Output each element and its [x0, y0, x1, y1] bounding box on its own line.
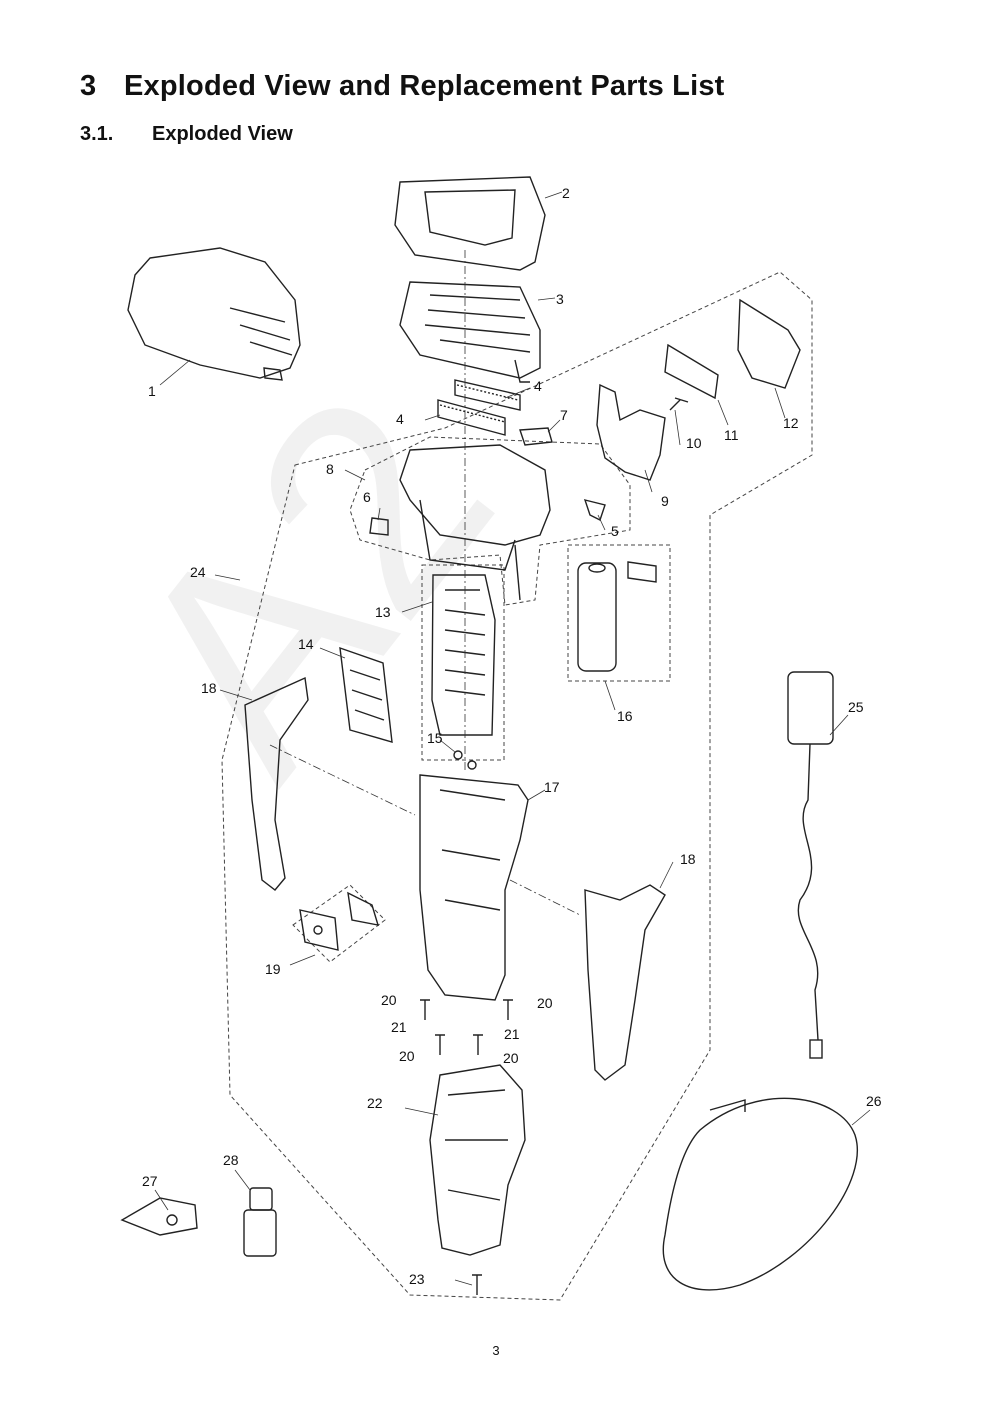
- part-17-inner-case: [419, 774, 529, 1001]
- callout-label: 13: [375, 604, 391, 620]
- part-20-21-screws: [420, 999, 513, 1055]
- part-7-holder: [519, 427, 553, 446]
- outline-8: [349, 436, 631, 606]
- part-2-outer-frame: [394, 176, 546, 271]
- part-23-screw: [472, 1274, 482, 1295]
- parts: [120, 176, 858, 1295]
- part-25-ac-adaptor: [787, 671, 834, 1059]
- part-27-brush: [120, 1197, 198, 1236]
- callout-label: 19: [265, 961, 281, 977]
- callout-label: 5: [611, 523, 619, 539]
- dashed-group-outlines: [221, 271, 813, 1301]
- callout-label: 7: [560, 407, 568, 423]
- callout-label: 20: [503, 1050, 519, 1066]
- part-19-switch: [299, 891, 380, 951]
- callout-label: 17: [544, 779, 560, 795]
- callout-label: 4: [534, 378, 542, 394]
- part-1-protective-cap: [127, 247, 301, 381]
- callout-label: 20: [381, 992, 397, 1008]
- callout-label: 25: [848, 699, 864, 715]
- callout-label: 3: [556, 291, 564, 307]
- leader-lines: [154, 191, 871, 1286]
- callout-label: 14: [298, 636, 314, 652]
- callout-label: 18: [201, 680, 217, 696]
- outline-13: [421, 564, 505, 761]
- part-16-battery: [577, 561, 657, 672]
- part-18-right-grip: [584, 884, 666, 1081]
- part-3-inner-blade-block: [399, 281, 541, 383]
- subsection-title: Exploded View: [152, 123, 293, 145]
- section-number: 3: [80, 70, 97, 102]
- callout-label: 10: [686, 435, 702, 451]
- part-13-pcb-block: [431, 574, 496, 736]
- part-14-holder-plate: [339, 646, 393, 743]
- callout-label: 27: [142, 1173, 158, 1189]
- callout-label: 8: [326, 461, 334, 477]
- part-28-oil-bottle: [243, 1187, 277, 1257]
- callout-label: 20: [537, 995, 553, 1011]
- part-6-clip: [369, 517, 389, 536]
- callout-label: 6: [363, 489, 371, 505]
- part-12-trimmer: [737, 298, 801, 389]
- callout-label: 9: [661, 493, 669, 509]
- callout-label: 12: [783, 415, 799, 431]
- callout-label: 21: [391, 1019, 407, 1035]
- part-22-outer-case: [429, 1064, 526, 1256]
- page-number: 3: [492, 1343, 500, 1358]
- callout-label: 4: [396, 411, 404, 427]
- callout-label: 11: [724, 427, 739, 443]
- subsection-heading: 3.1. Exploded View: [80, 123, 293, 146]
- callout-label: 20: [399, 1048, 415, 1064]
- callout-label: 16: [617, 708, 633, 724]
- part-15-washers: [453, 750, 477, 770]
- outline-24: [221, 271, 813, 1301]
- callout-label: 28: [223, 1152, 239, 1168]
- callout-label: 26: [866, 1093, 882, 1109]
- callout-label: 21: [504, 1026, 520, 1042]
- part-11-plate: [664, 343, 719, 400]
- part-5-clip: [583, 499, 606, 521]
- part-4-inner-blades: [437, 379, 521, 436]
- part-26-pouch: [662, 1097, 858, 1291]
- callout-label: 2: [562, 185, 570, 201]
- part-8-drive-block: [399, 444, 551, 601]
- subsection-number: 3.1.: [80, 123, 114, 145]
- part-9-head-frame: [596, 383, 666, 481]
- part-10-screw: [669, 397, 689, 411]
- callout-label: 24: [190, 564, 206, 580]
- outline-16: [567, 544, 671, 682]
- part-18-left-grip: [244, 676, 309, 891]
- callout-label: 18: [680, 851, 696, 867]
- section-title: Exploded View and Replacement Parts List: [124, 70, 725, 102]
- callout-label: 22: [367, 1095, 383, 1111]
- callout-label: 1: [148, 383, 156, 399]
- callout-label: 23: [409, 1271, 425, 1287]
- section-heading: 3 Exploded View and Replacement Parts Lis…: [80, 70, 725, 103]
- callout-label: 15: [427, 730, 443, 746]
- outline-19: [292, 884, 386, 963]
